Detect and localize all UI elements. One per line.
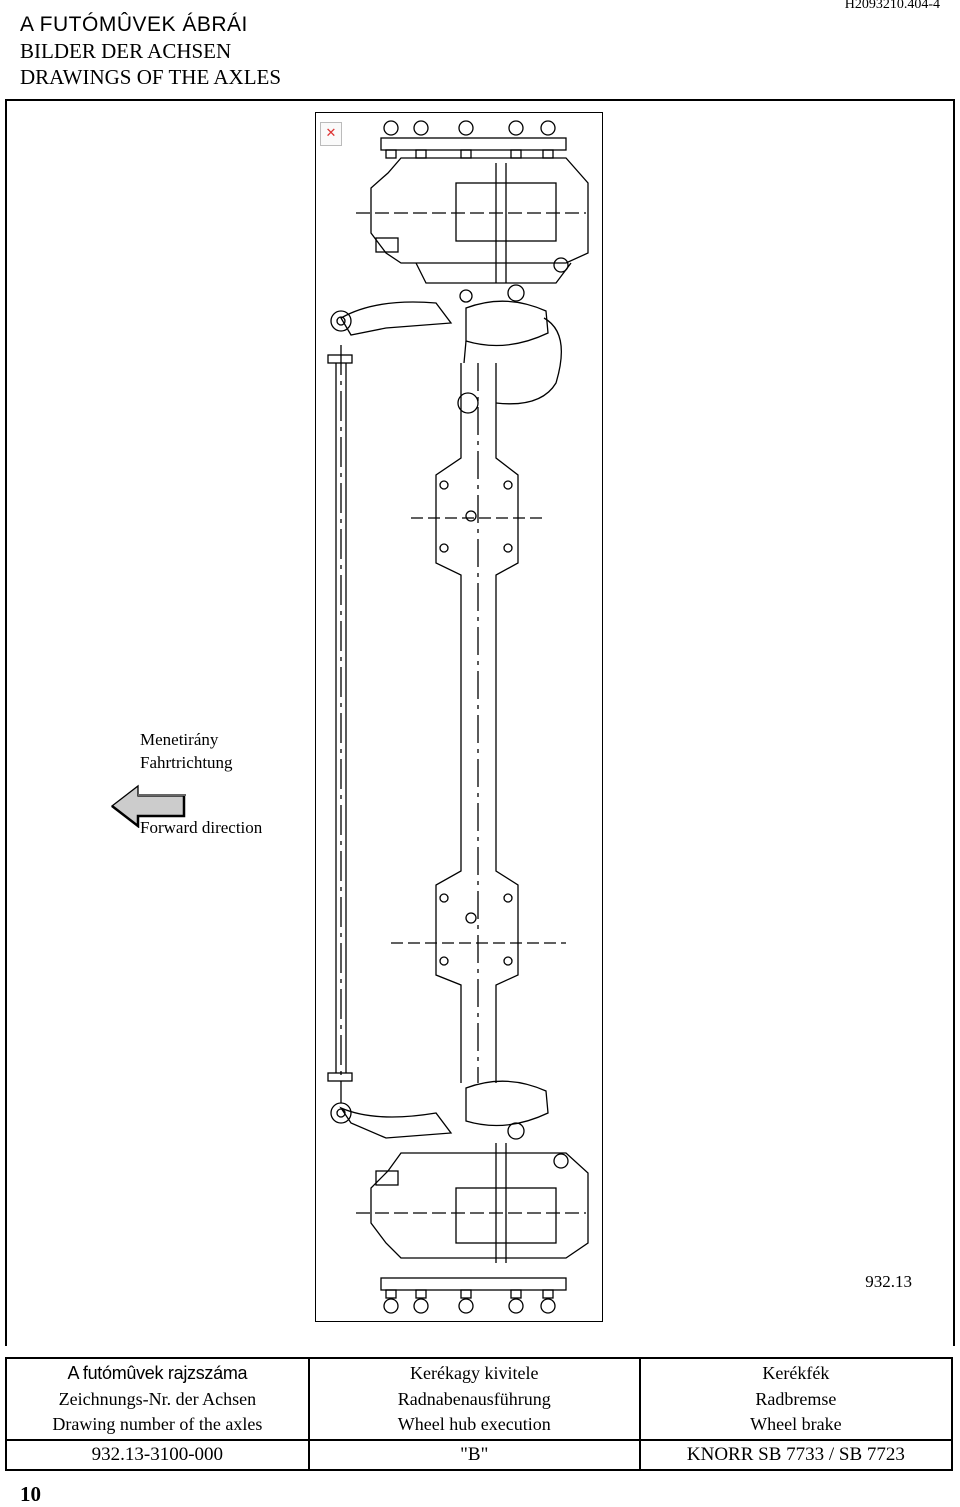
drawing-number-value: 932.13-3100-000	[5, 1438, 310, 1471]
page-number: 10	[20, 1482, 41, 1506]
drawing-number-hu: A futómûvek rajzszáma	[67, 1363, 248, 1383]
header-wheel-hub: Kerékagy kivitele Radnabenausführung Whe…	[307, 1357, 641, 1440]
wheel-brake-en: Wheel brake	[750, 1414, 842, 1434]
spring-seat-bolts	[439, 480, 513, 966]
title-english: DRAWINGS OF THE AXLES	[20, 65, 282, 89]
document-id: H2093210.404-4	[844, 0, 940, 12]
forward-arrow-icon	[110, 784, 186, 828]
title-block: A futómûvek rajzszáma Zeichnungs-Nr. der…	[5, 1357, 954, 1471]
wheel-brake-hu: Kerékfék	[762, 1363, 830, 1383]
wheel-hub-hu: Kerékagy kivitele	[410, 1363, 539, 1383]
direction-german: Fahrtrichtung	[140, 753, 233, 772]
direction-english: Forward direction	[140, 818, 263, 837]
axle-drawing	[315, 112, 603, 1322]
wheel-brake-value: KNORR SB 7733 / SB 7723	[638, 1438, 954, 1471]
model-label: 932.13	[865, 1272, 912, 1291]
page-header: A FUTÓMÛVEK ÁBRÁI BILDER DER ACHSEN DRAW…	[20, 12, 281, 90]
wheel-hub-en: Wheel hub execution	[397, 1414, 551, 1434]
axle-drawing-svg	[327, 120, 589, 1314]
wheel-brake-de: Radbremse	[755, 1388, 837, 1409]
drawing-number-de: Zeichnungs-Nr. der Achsen	[58, 1388, 257, 1409]
header-wheel-brake: Kerékfék Radbremse Wheel brake	[638, 1357, 954, 1440]
wheel-hub-value: "B"	[307, 1438, 641, 1471]
broken-image-icon: ✕	[320, 122, 342, 146]
top-bolts	[383, 120, 556, 159]
drawing-number-en: Drawing number of the axles	[52, 1414, 263, 1434]
direction-hungarian: Menetirány	[140, 730, 219, 749]
wheel-hub-de: Radnabenausführung	[397, 1388, 551, 1409]
title-hungarian: A FUTÓMÛVEK ÁBRÁI	[20, 13, 248, 36]
title-german: BILDER DER ACHSEN	[20, 39, 232, 63]
page-frame	[5, 99, 955, 1346]
bottom-bolts	[383, 1289, 556, 1314]
direction-label: Menetirány Fahrtrichtung	[140, 728, 233, 774]
header-drawing-number: A futómûvek rajzszáma Zeichnungs-Nr. der…	[5, 1357, 310, 1440]
